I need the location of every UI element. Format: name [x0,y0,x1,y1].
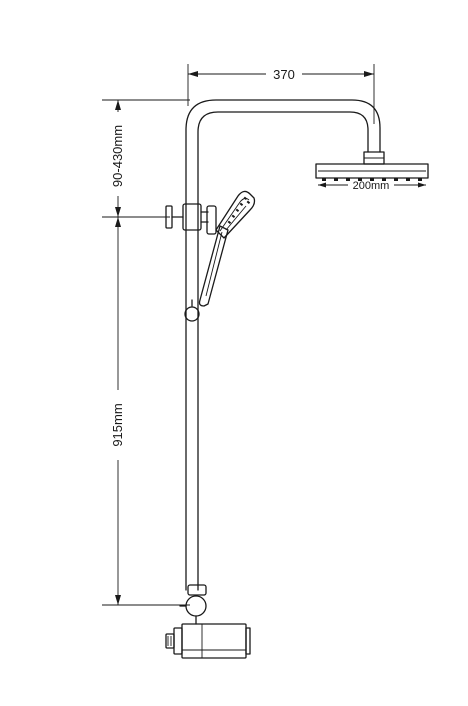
mixer-right-cap [245,627,251,655]
mixer-left-cap [173,627,183,655]
hose-connector [184,299,200,322]
hose-connector-ball [184,306,200,322]
mixer-bar [165,623,251,659]
bracket-knob[interactable] [165,205,173,229]
height-adjust-dimension: 90-430mm [102,99,190,218]
head-diameter-label: 200mm [353,180,390,192]
shower-head-nozzles [322,178,422,181]
holder-cradle [206,205,217,235]
mixer-bar-body [181,623,247,659]
arm-reach-label: 370 [273,67,295,82]
shower-head [315,151,429,181]
arrow-left [188,71,198,77]
head-diameter-dimension: 200mm [318,180,426,192]
diverter-body [185,595,207,617]
height-adjust-label: 90-430mm [110,125,125,187]
arm-reach-dimension: 370 [187,64,375,124]
riser-and-arm [185,99,381,591]
arrow-right [418,182,426,188]
temperature-knob[interactable] [165,633,175,649]
lower-diverter [179,584,207,625]
hand-shower-head [215,190,256,239]
riser-outer [185,99,381,591]
diverter-collar [187,584,207,596]
arrow-down [115,207,121,217]
arrow-right [364,71,374,77]
riser-height-dimension: 915mm [102,217,190,606]
arrow-left [318,182,326,188]
arrow-down [115,595,121,605]
hand-shower-nozzles [227,196,251,225]
hand-shower-handle [198,225,229,307]
arrow-up [115,100,121,110]
arrow-up [115,217,121,227]
riser-inner [197,111,369,591]
hand-shower [198,190,256,307]
riser-height-label: 915mm [110,403,125,446]
slide-bracket [165,203,217,235]
